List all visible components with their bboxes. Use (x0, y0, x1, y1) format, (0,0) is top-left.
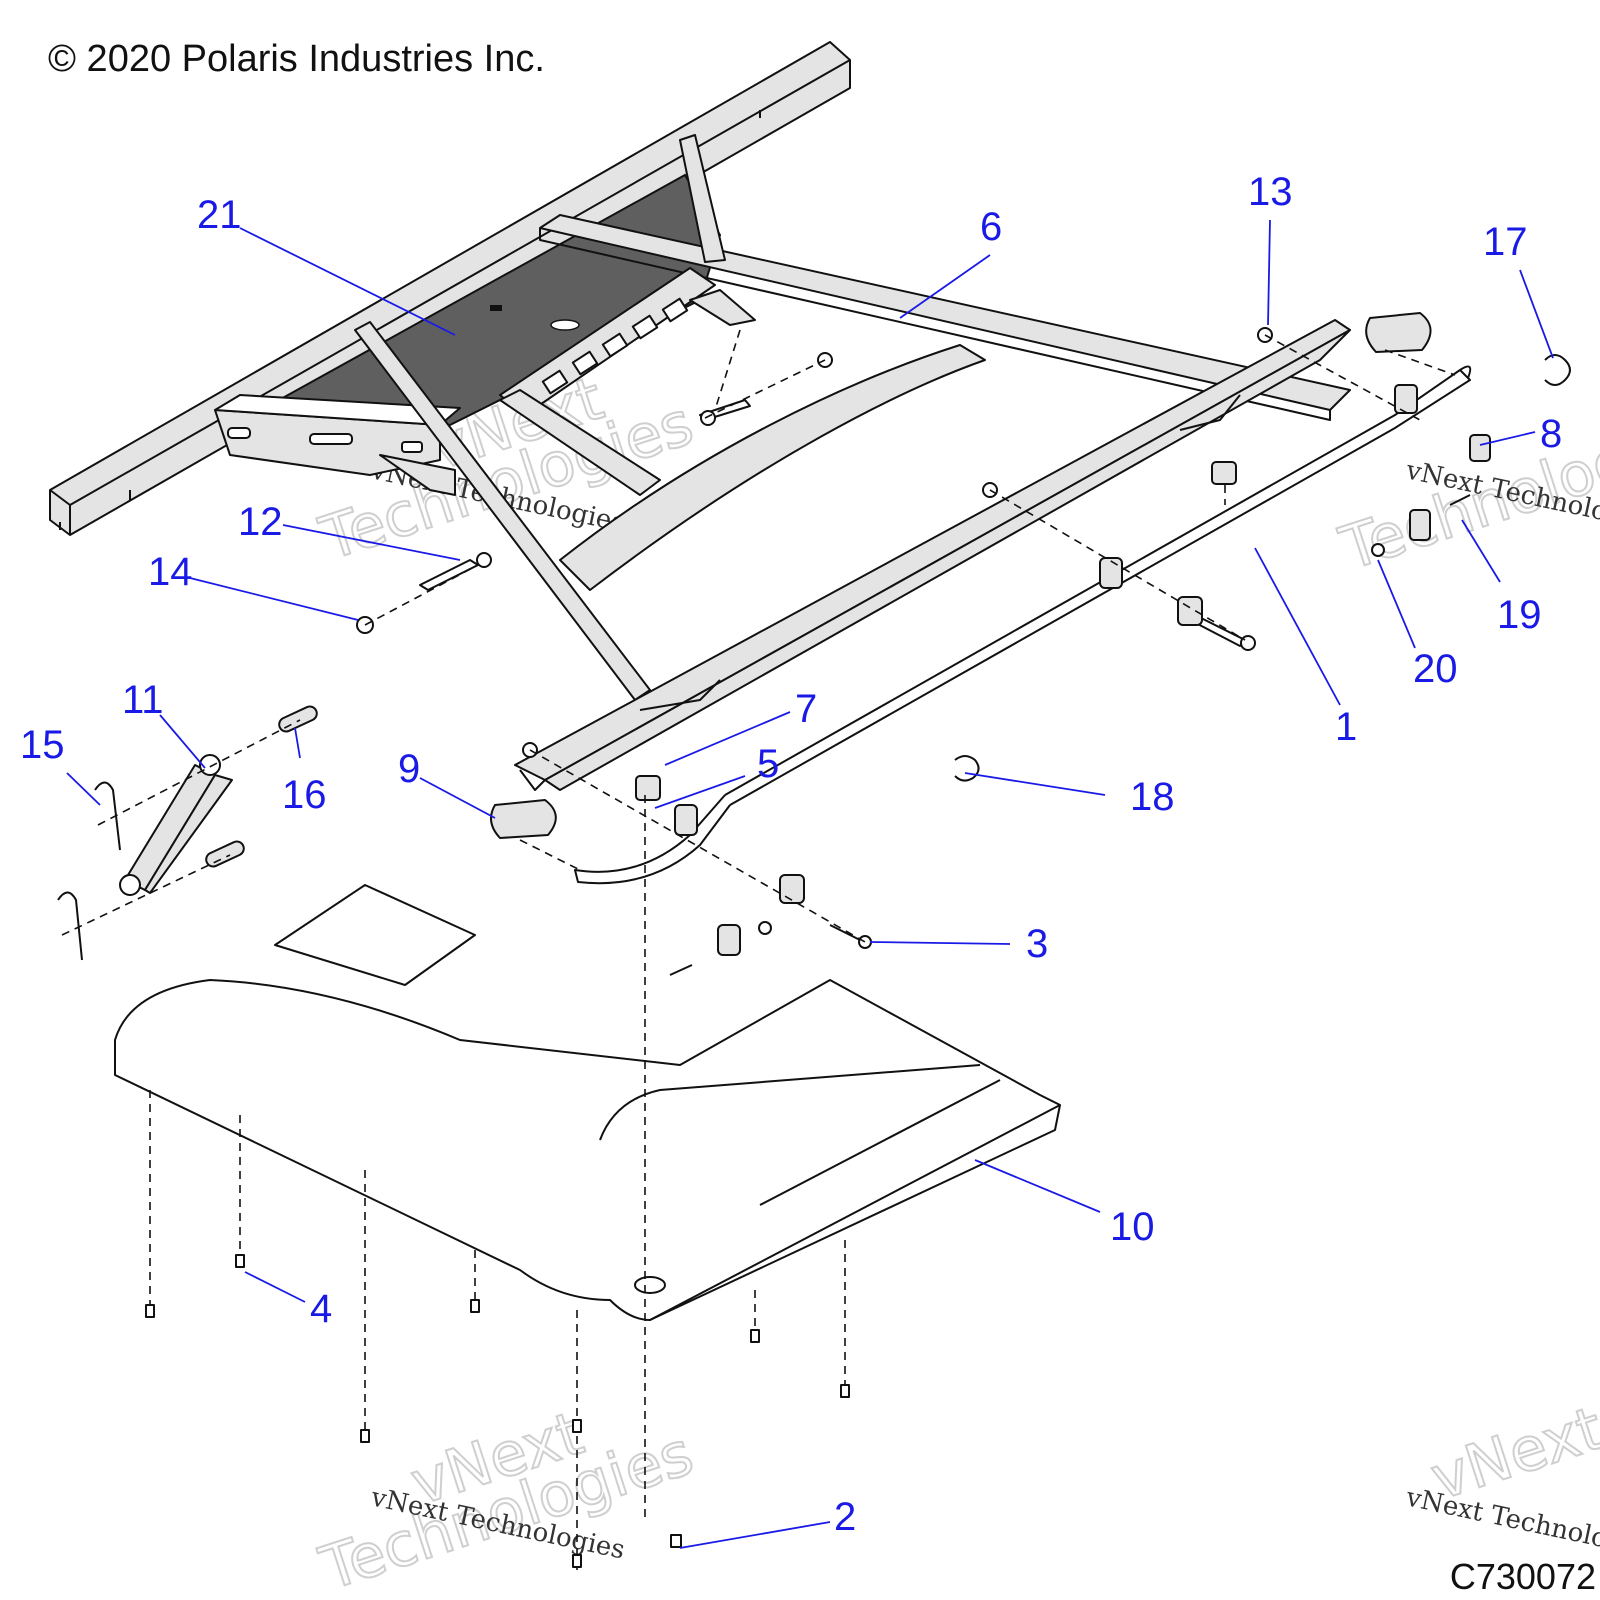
frame-assembly-part-6 (354, 134, 1351, 701)
callout-6: 6 (980, 205, 1002, 249)
leader-lines (66, 219, 1554, 1549)
copyright-notice: © 2020 Polaris Industries Inc. (48, 38, 545, 80)
callout-10: 10 (1110, 1205, 1155, 1249)
callout-16: 16 (282, 773, 327, 817)
front-rail (514, 319, 1351, 791)
callout-15: 15 (20, 723, 65, 767)
gas-shock-part-11 (119, 754, 233, 896)
watermark-text: vNext (1423, 1394, 1600, 1515)
callout-9: 9 (398, 747, 420, 791)
callout-1: 1 (1335, 705, 1357, 749)
callout-20: 20 (1413, 647, 1458, 691)
bumper-part-9 (490, 799, 557, 839)
rod-part-1 (574, 365, 1472, 885)
drawing-id: C730072 (1449, 1556, 1596, 1597)
screws-part-4-and-2 (145, 1254, 850, 1568)
callout-5: 5 (757, 742, 779, 786)
assembly-lines (61, 329, 1456, 1570)
callout-3: 3 (1026, 922, 1048, 966)
skid-plate-part-10 (114, 884, 1061, 1321)
left-mount-bracket (214, 394, 461, 496)
callout-18: 18 (1130, 775, 1175, 819)
callout-19: 19 (1497, 593, 1542, 637)
callout-17: 17 (1483, 220, 1528, 264)
callout-12: 12 (238, 500, 283, 544)
callout-21: 21 (197, 193, 242, 237)
callout-11: 11 (122, 678, 164, 722)
callout-13: 13 (1248, 170, 1293, 214)
callout-7: 7 (795, 687, 817, 731)
callout-4: 4 (310, 1287, 332, 1331)
callout-14: 14 (148, 550, 193, 594)
callout-labels: 1 2 3 4 5 6 7 8 9 10 11 12 13 14 15 16 1… (20, 170, 1562, 1539)
callout-2: 2 (834, 1495, 856, 1539)
callout-8: 8 (1540, 412, 1562, 456)
